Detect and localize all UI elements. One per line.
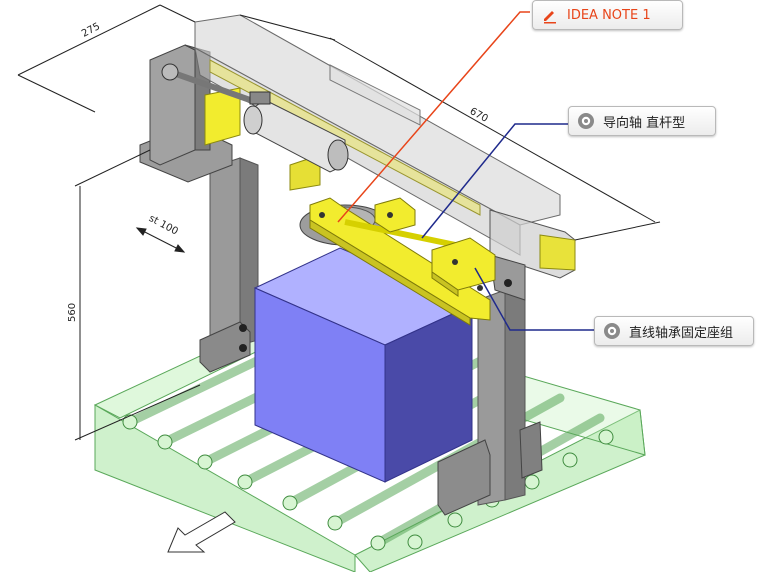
dimension-height-label: 560	[67, 302, 78, 322]
bearing-holder-label: 直线轴承固定座组	[629, 325, 734, 341]
conveyor-direction-arrow	[167, 511, 236, 553]
bearing-holder-callout[interactable]: 直线轴承固定座组	[594, 316, 754, 346]
air-cylinder	[161, 63, 349, 173]
guide-shaft-assembly	[299, 197, 496, 326]
upper-frame-assembly	[139, 14, 576, 301]
gear-icon	[604, 323, 620, 339]
pencil-icon	[544, 11, 556, 24]
guide-shaft-callout[interactable]: 导向轴 直杆型	[568, 106, 716, 136]
dimension-lines	[17, 4, 661, 441]
guide-shaft-label: 导向轴 直杆型	[603, 115, 686, 131]
left-frame-column	[199, 157, 259, 373]
idea-note-label: IDEA NOTE 1	[567, 7, 651, 23]
gear-icon	[578, 113, 594, 129]
leader-lines	[337, 11, 594, 331]
workpiece-box	[253, 247, 474, 483]
idea-note-callout[interactable]: IDEA NOTE 1	[532, 0, 683, 30]
right-frame-column	[437, 289, 543, 516]
